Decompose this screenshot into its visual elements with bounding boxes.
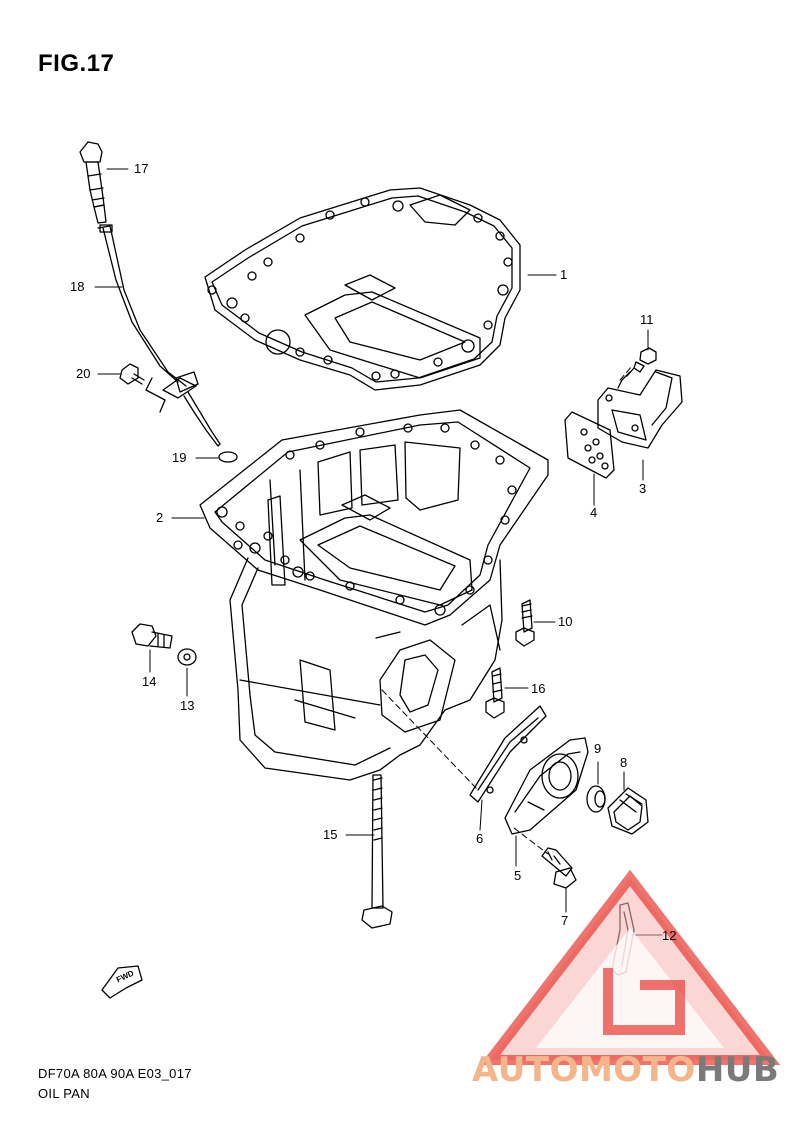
callout-16: 16 <box>531 681 546 696</box>
watermark-text-automoto: AUTOMOTO <box>472 1050 696 1090</box>
watermark-logo <box>479 869 781 1065</box>
callout-4: 4 <box>590 505 598 520</box>
oil-pan-part-2 <box>199 409 549 781</box>
callout-2: 2 <box>156 510 164 525</box>
bolt-part-10 <box>515 599 535 647</box>
callout-9: 9 <box>594 741 602 756</box>
bolt-part-20 <box>119 363 166 413</box>
gasket-part-1 <box>204 187 521 391</box>
footer-model: DF70A 80A 90A E03_017 <box>38 1066 192 1081</box>
callout-13: 13 <box>180 698 195 713</box>
drain-plug-part-14 <box>131 623 173 649</box>
figure-title: FIG.17 <box>38 50 115 77</box>
bolt-part-11 <box>617 347 657 389</box>
callout-11: 11 <box>640 312 654 327</box>
callout-7: 7 <box>561 913 569 928</box>
callout-8: 8 <box>620 755 628 770</box>
watermark-text-hub: HUB <box>695 1050 780 1090</box>
stud-bolt-part-15 <box>361 774 393 929</box>
callout-1: 1 <box>560 267 568 282</box>
callout-19: 19 <box>172 450 187 465</box>
bolt-part-16 <box>485 667 505 719</box>
filler-cap-part-8 <box>607 787 649 835</box>
fwd-arrow <box>101 965 143 999</box>
dipstick-guide-part-18 <box>97 224 221 447</box>
callout-20: 20 <box>76 366 91 381</box>
callout-5: 5 <box>514 868 522 883</box>
watermark-text: AUTOMOTOHUB <box>472 1050 779 1090</box>
callout-17: 17 <box>134 161 149 176</box>
footer-section: OIL PAN <box>38 1086 90 1101</box>
callout-6: 6 <box>476 831 484 846</box>
callout-10: 10 <box>558 614 573 629</box>
washer-part-13 <box>177 648 197 666</box>
callout-3: 3 <box>639 481 647 496</box>
filler-housing-part-5 <box>504 737 589 835</box>
plate-gasket-part-4 <box>564 411 615 479</box>
gasket-part-6 <box>469 705 547 803</box>
cover-part-3 <box>597 369 683 449</box>
callout-18: 18 <box>70 279 85 294</box>
callout-14: 14 <box>142 674 157 689</box>
callout-12: 12 <box>662 928 677 943</box>
o-ring-part-9 <box>586 785 606 813</box>
dipstick-handle-part-17 <box>79 141 107 224</box>
bolt-part-7 <box>541 847 577 889</box>
o-ring-part-19 <box>218 451 238 463</box>
callout-15: 15 <box>323 827 338 842</box>
